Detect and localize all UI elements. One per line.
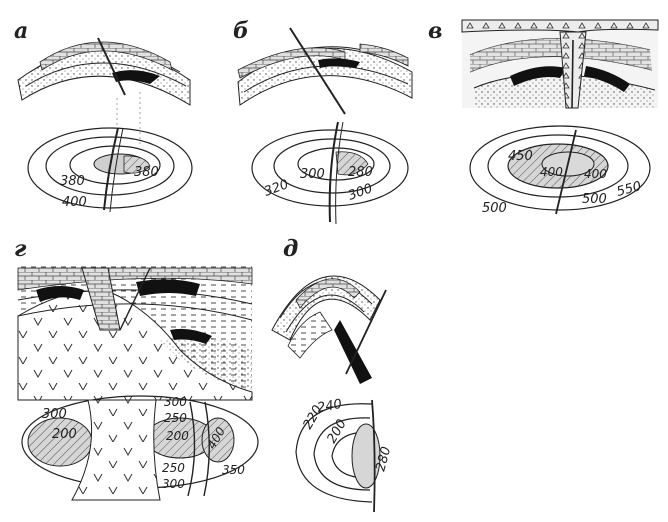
panel-v-contour-label: 550 xyxy=(615,179,643,200)
panel-v-map xyxy=(469,125,651,215)
panel-a-map xyxy=(27,127,193,213)
panel-v-contour-label: 400 xyxy=(584,167,607,181)
panel-g-contour-label: 300 xyxy=(42,407,67,422)
panel-g-letter: г xyxy=(14,236,27,262)
panel-d-section xyxy=(271,275,387,384)
panel-b: 300 280 320 300 xyxy=(237,27,413,225)
panel-v-letter: в xyxy=(428,18,443,44)
panel-v-contour-label: 500 xyxy=(582,192,607,207)
panel-b-contour-label: 320 xyxy=(262,177,290,200)
panel-d-letter: д xyxy=(283,236,299,262)
panel-b-map xyxy=(251,121,409,225)
panel-d: 240 220 200 280 xyxy=(271,275,394,513)
panel-v-contour-label: 500 xyxy=(482,201,507,216)
panel-v-section xyxy=(461,19,659,109)
panel-g-contour-label: 250 xyxy=(162,461,185,475)
panel-v: 450 400 400 500 500 550 xyxy=(461,19,659,216)
panel-g: 300 200 300 250 200 250 300 400 350 xyxy=(17,266,259,501)
panel-g-contour-label: 300 xyxy=(162,477,185,491)
panel-g-contour-label: 300 xyxy=(164,395,187,409)
panel-a: 380 380 400 xyxy=(17,37,193,213)
panel-b-letter: б xyxy=(233,18,249,44)
panel-g-contour-label: 350 xyxy=(222,463,245,477)
panel-g-map xyxy=(21,395,259,501)
panel-v-contour-label: 450 xyxy=(508,149,533,164)
panel-a-contour-label: 380 xyxy=(60,174,85,189)
panel-a-contour-label: 380 xyxy=(134,165,159,180)
panel-g-contour-label: 200 xyxy=(52,427,77,442)
panel-g-contour-label: 200 xyxy=(166,429,189,443)
panel-b-contour-label: 300 xyxy=(300,167,325,182)
panel-d-contour-label: 200 xyxy=(324,417,349,446)
panel-b-section xyxy=(237,27,413,115)
panel-a-letter: а xyxy=(14,18,29,44)
panel-g-contour-label: 250 xyxy=(164,411,187,425)
panel-a-section xyxy=(17,37,191,145)
panel-g-section xyxy=(17,266,253,401)
panel-d-contour-label: 240 xyxy=(316,397,343,416)
panel-a-contour-label: 400 xyxy=(62,195,87,210)
panel-v-contour-label: 400 xyxy=(540,165,563,179)
panel-d-map xyxy=(295,399,381,513)
panel-b-contour-label: 280 xyxy=(348,165,373,180)
panel-d-contour-label: 280 xyxy=(373,445,394,473)
